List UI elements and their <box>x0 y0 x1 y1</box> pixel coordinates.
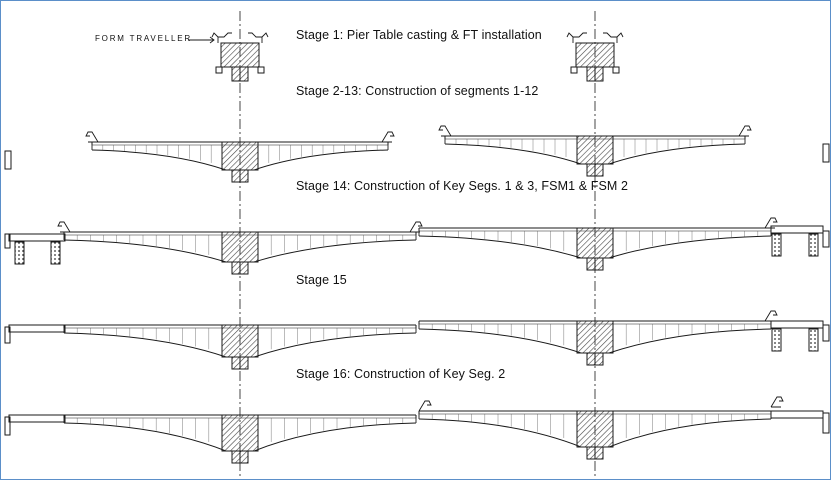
falsework-tower <box>771 328 782 352</box>
falsework-tower <box>50 241 61 265</box>
stage-1-title: Stage 1: Pier Table casting & FT install… <box>296 28 542 42</box>
pier-table <box>221 324 259 358</box>
pier-table <box>576 227 614 259</box>
stage-1-pier-2 <box>566 32 624 82</box>
form-traveller <box>85 131 99 143</box>
form-traveller-arm <box>566 32 624 38</box>
pier-table-segment <box>220 42 260 68</box>
form-traveller-arrow <box>188 36 215 44</box>
pier-centerlines <box>239 11 596 477</box>
fsm-2-span <box>770 320 824 329</box>
abutment-right <box>822 324 830 342</box>
falsework-tower <box>14 241 25 265</box>
stage-2-13-deck <box>4 125 830 183</box>
form-traveller <box>738 125 752 137</box>
stage-1-pier-tables <box>188 32 624 82</box>
fsm-1-span <box>8 233 66 242</box>
pier-table <box>221 231 259 263</box>
fsm-2-span <box>770 410 824 419</box>
traveller-foot <box>215 66 223 74</box>
falsework-tower <box>771 233 782 257</box>
abutment-right <box>822 230 830 248</box>
abutment-right <box>822 412 830 434</box>
traveller-foot <box>612 66 620 74</box>
fsm-1-span <box>8 324 66 333</box>
abutment-left <box>4 326 11 344</box>
traveller-foot <box>257 66 265 74</box>
stage-16-title: Stage 16: Construction of Key Seg. 2 <box>296 367 506 381</box>
form-traveller <box>572 32 618 43</box>
abutment-left <box>4 416 11 436</box>
abutment-right <box>822 143 830 163</box>
pier-table <box>576 320 614 354</box>
stage-2-13-title: Stage 2-13: Construction of segments 1-1… <box>296 84 539 98</box>
form-traveller <box>438 125 452 137</box>
falsework-tower <box>808 328 819 352</box>
form-traveller-label: FORM TRAVELLER <box>95 34 192 43</box>
form-traveller <box>418 400 432 412</box>
traveller-foot <box>570 66 578 74</box>
abutment-left <box>4 150 12 170</box>
form-traveller <box>764 310 778 322</box>
abutment-left <box>4 233 11 249</box>
form-traveller <box>409 221 423 233</box>
deck-drawings <box>4 125 830 464</box>
pier-table <box>221 414 259 452</box>
fsm-1-span <box>8 414 66 423</box>
pier-table <box>221 141 259 171</box>
form-traveller <box>381 131 395 143</box>
stage-15-title: Stage 15 <box>296 273 347 287</box>
pier-table-segment <box>575 42 615 68</box>
pier-table <box>576 410 614 448</box>
stage-14-title: Stage 14: Construction of Key Segs. 1 & … <box>296 179 629 193</box>
fsm-2-span <box>770 225 824 234</box>
pier-table <box>576 135 614 165</box>
stage-16-deck <box>4 396 830 464</box>
form-traveller-arm <box>211 32 269 38</box>
form-traveller <box>770 396 784 408</box>
form-traveller <box>57 221 71 233</box>
stage-15-deck <box>4 310 830 370</box>
form-traveller <box>217 32 263 43</box>
form-traveller <box>764 217 778 229</box>
falsework-tower <box>808 233 819 257</box>
stage-14-deck <box>4 217 830 275</box>
stage-1-pier-1 <box>211 32 269 82</box>
